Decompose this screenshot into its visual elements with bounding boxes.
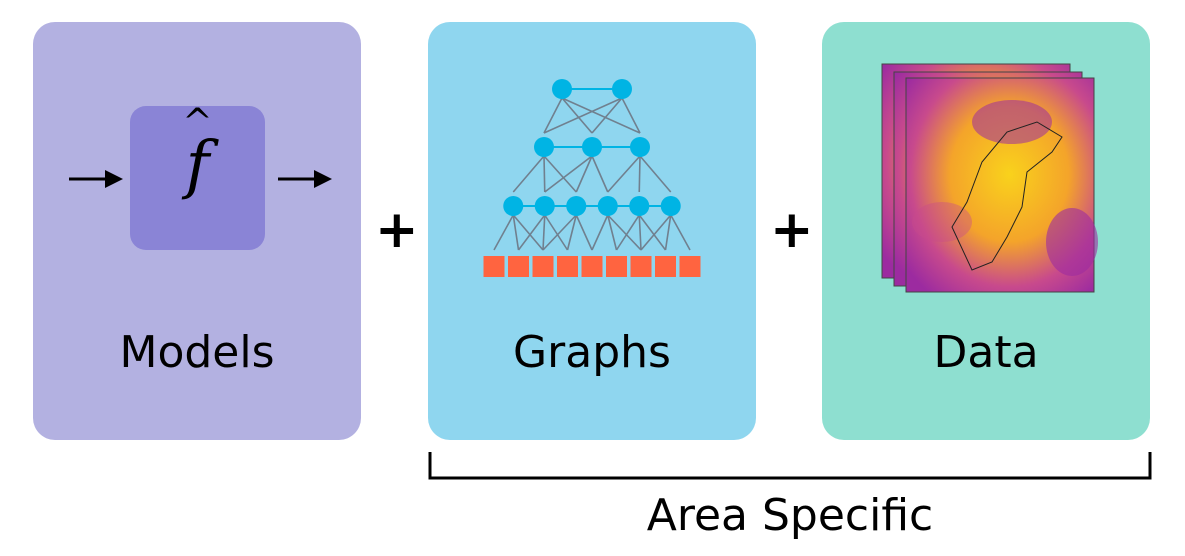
grid-cell bbox=[532, 256, 554, 277]
graph-edge bbox=[561, 97, 641, 134]
area-specific-bracket bbox=[428, 452, 1152, 480]
model-function-box: ^ f bbox=[130, 102, 265, 250]
graph-edge bbox=[512, 214, 544, 251]
graph-node bbox=[534, 137, 554, 157]
graph-edge bbox=[543, 155, 546, 193]
data-label: Data bbox=[933, 327, 1039, 378]
graph-edge bbox=[561, 97, 593, 134]
graph-edge bbox=[591, 97, 623, 134]
graph-edge bbox=[542, 214, 577, 251]
graph-edge bbox=[621, 97, 641, 134]
input-arrow-icon bbox=[69, 170, 123, 188]
graph-edge bbox=[493, 214, 514, 251]
graph-edge bbox=[664, 214, 672, 251]
graphs-panel: Graphs bbox=[428, 22, 756, 440]
data-panel: Data bbox=[822, 22, 1150, 440]
map-layer-front bbox=[905, 77, 1098, 293]
graphs-label: Graphs bbox=[513, 327, 671, 378]
graph-edge bbox=[615, 214, 640, 251]
hat-accent: ^ bbox=[182, 102, 213, 143]
graph-edge bbox=[512, 214, 520, 251]
graph-edge bbox=[543, 97, 563, 134]
graph-edge bbox=[670, 214, 691, 251]
grid-cell bbox=[606, 256, 627, 277]
grid-cell bbox=[508, 256, 529, 277]
graph-node bbox=[630, 137, 650, 157]
grid-cell bbox=[557, 256, 578, 277]
models-label: Models bbox=[119, 327, 275, 378]
graph-edge bbox=[639, 155, 672, 193]
models-panel: ^ f Models bbox=[33, 22, 361, 440]
graph-edge bbox=[542, 214, 546, 251]
graph-edge bbox=[575, 155, 593, 193]
graph-node bbox=[566, 196, 587, 216]
plus-sign-2: + bbox=[770, 200, 814, 260]
grid-cell bbox=[679, 256, 701, 277]
graph-node bbox=[503, 196, 524, 216]
graph-edge bbox=[543, 97, 623, 134]
plus-sign-1: + bbox=[375, 200, 419, 260]
graph-edge bbox=[544, 155, 593, 193]
grid-cell bbox=[630, 256, 652, 277]
graph-node bbox=[597, 196, 618, 216]
grid-cell bbox=[655, 256, 676, 277]
graph-edge bbox=[638, 214, 667, 251]
graph-edge bbox=[638, 214, 642, 251]
grid-cell bbox=[483, 256, 505, 277]
hierarchical-graph-icon bbox=[483, 79, 701, 277]
output-arrow-icon bbox=[278, 170, 332, 188]
graph-edge bbox=[543, 155, 577, 193]
graph-edge bbox=[566, 214, 578, 251]
graph-edge bbox=[640, 214, 672, 251]
graph-node bbox=[629, 196, 650, 216]
graph-edge bbox=[544, 214, 569, 251]
graph-edge bbox=[575, 214, 593, 251]
graph-edge bbox=[591, 214, 609, 251]
graph-edge bbox=[638, 155, 641, 193]
graph-node bbox=[534, 196, 555, 216]
graph-node bbox=[582, 137, 602, 157]
graph-edge bbox=[607, 155, 641, 193]
graph-edge bbox=[607, 214, 642, 251]
graph-edge bbox=[517, 214, 546, 251]
graph-edge bbox=[591, 155, 609, 193]
weather-map-stack-icon bbox=[881, 63, 1098, 293]
graph-node bbox=[552, 79, 572, 99]
graph-node bbox=[612, 79, 632, 99]
graph-edge bbox=[512, 155, 545, 193]
graph-node bbox=[660, 196, 681, 216]
grid-cell bbox=[581, 256, 603, 277]
area-specific-label: Area Specific bbox=[646, 490, 934, 541]
graph-edge bbox=[606, 214, 618, 251]
f-hat-symbol: f bbox=[185, 128, 210, 202]
